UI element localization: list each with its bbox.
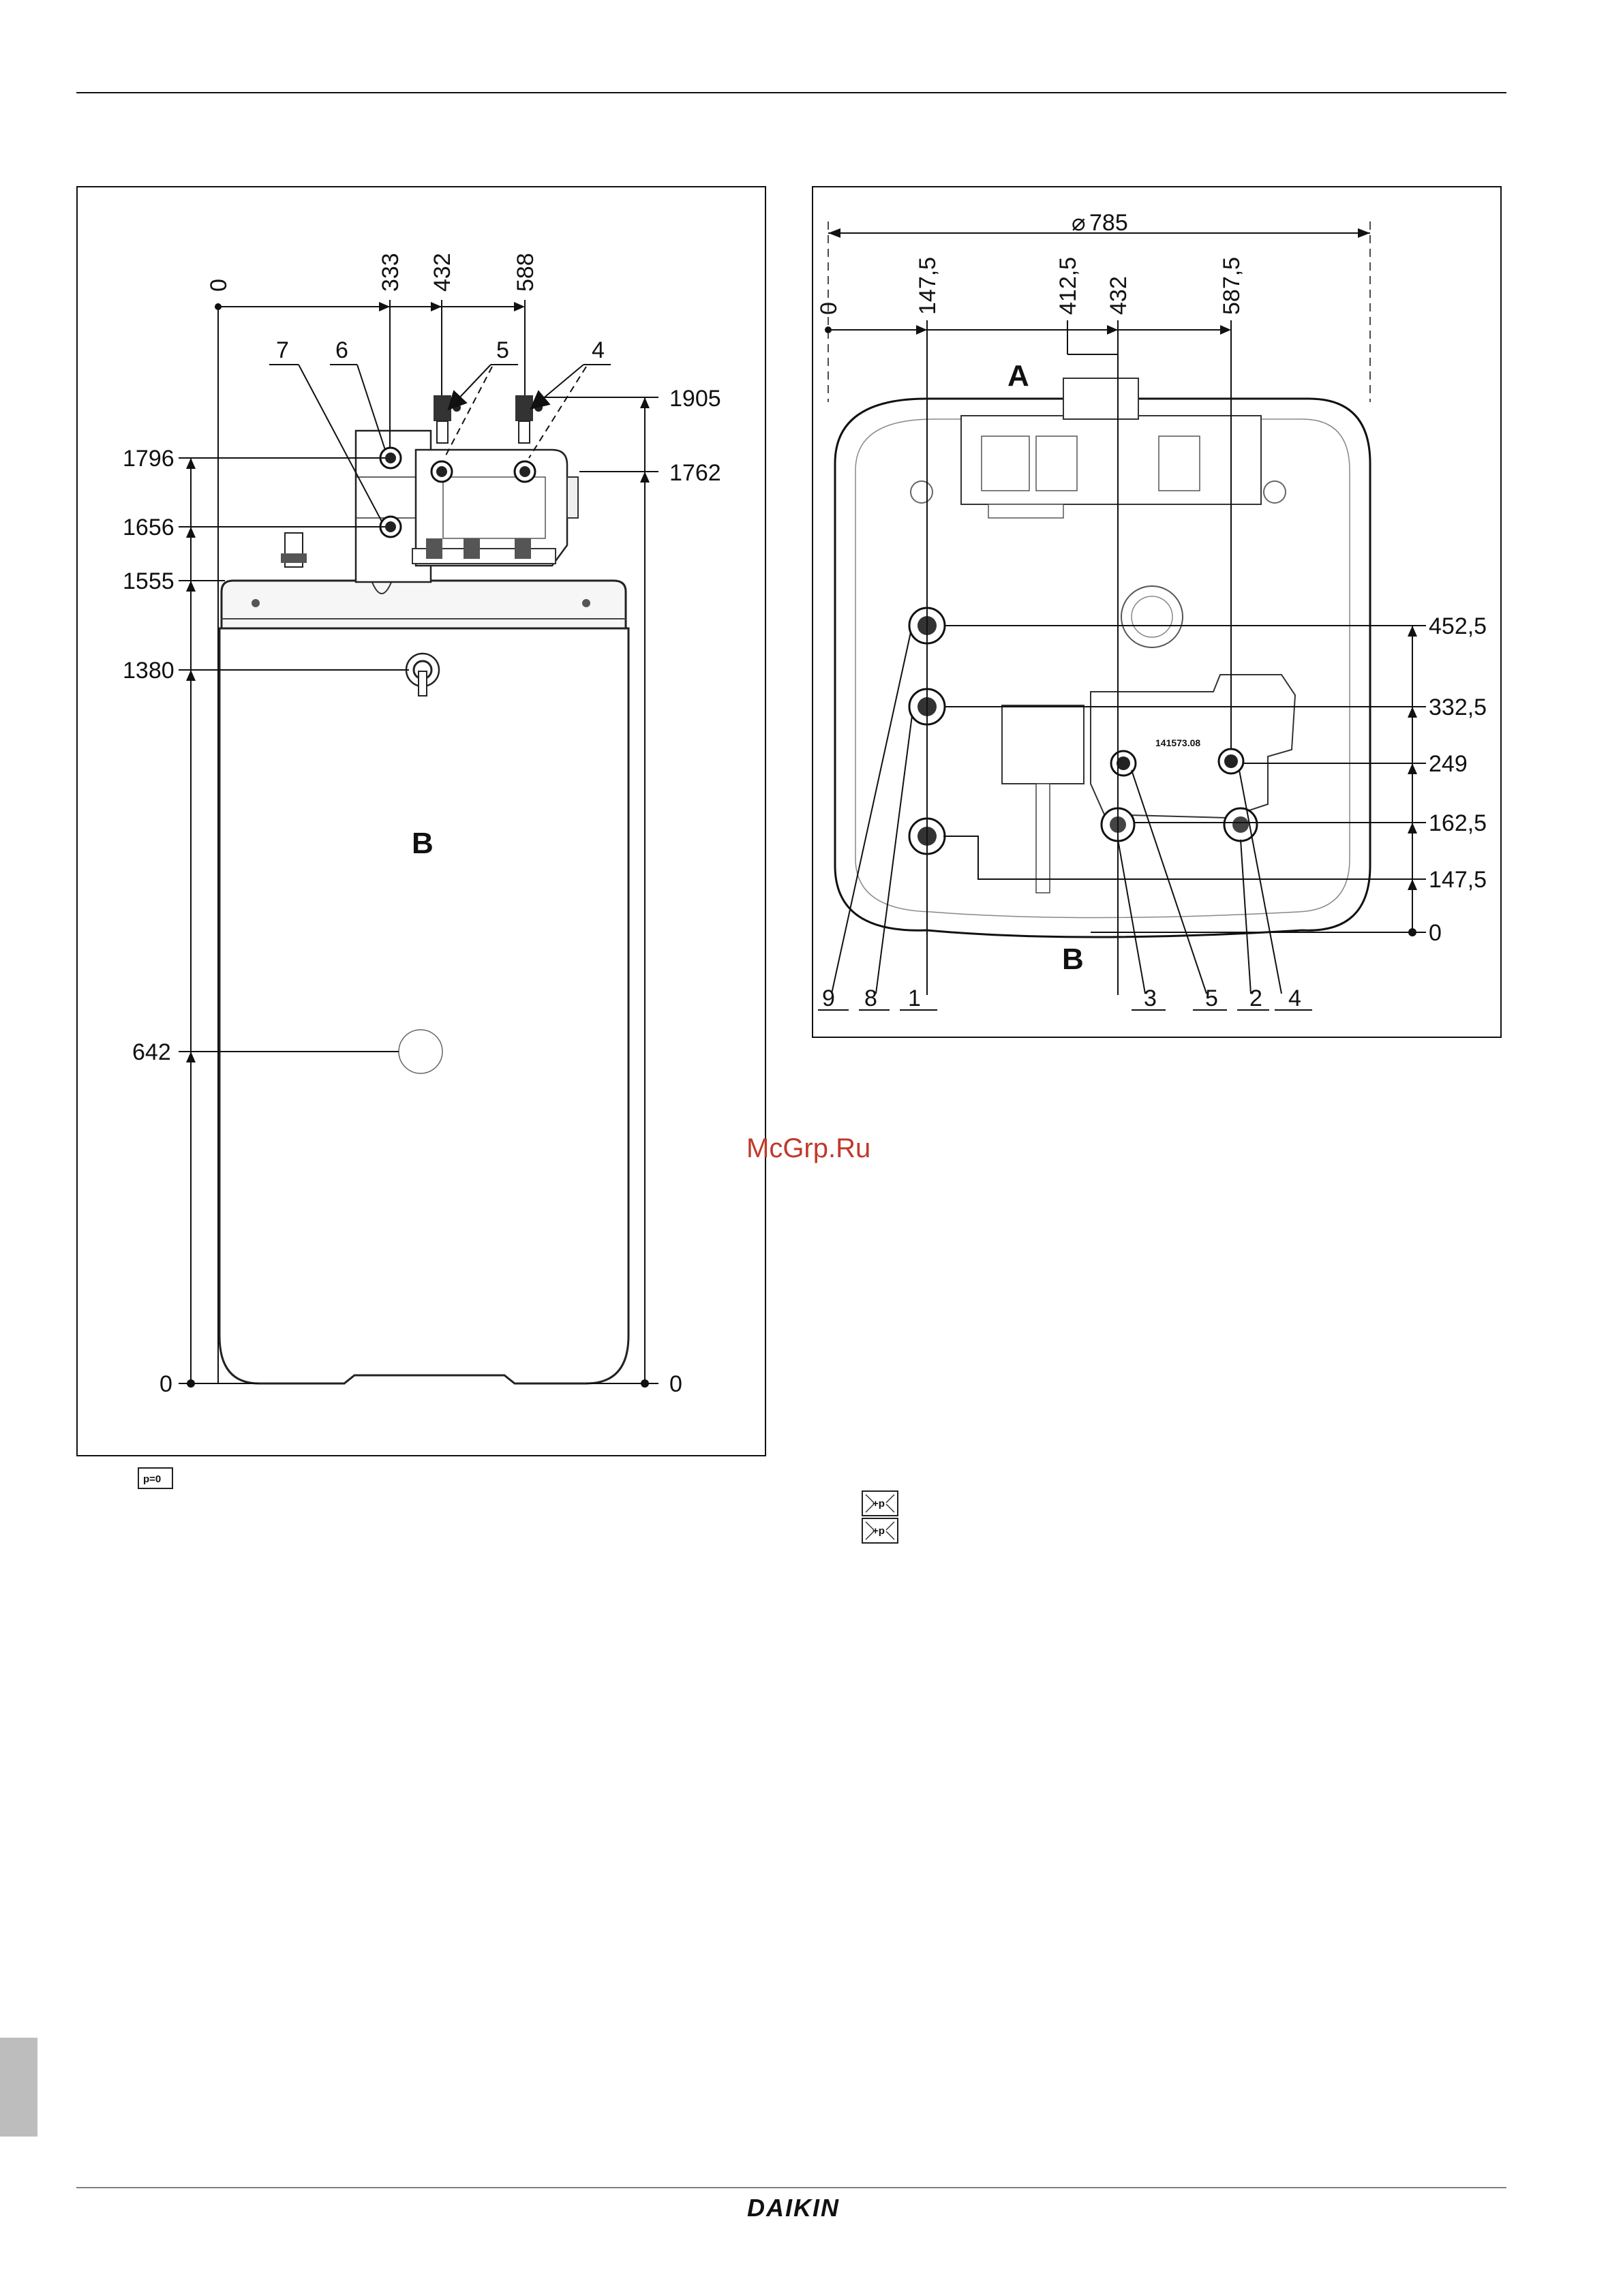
callout-5: 5 — [496, 337, 509, 363]
top-label-b: B — [1062, 943, 1084, 976]
side-label-b: B — [412, 827, 434, 860]
dim-h-432: 432 — [429, 253, 455, 292]
center-cap — [1121, 586, 1183, 647]
dim-v-0-left: 0 — [160, 1371, 172, 1397]
side-view-diagram: 0 333 432 588 7 6 5 4 1796 1656 — [77, 187, 765, 1456]
tank-body — [219, 628, 628, 1383]
serial-number: 141573.08 — [1155, 737, 1200, 748]
callout-8: 8 — [864, 985, 877, 1011]
tank-lid — [222, 581, 626, 628]
callout-7: 7 — [276, 337, 289, 363]
dim-h-333: 333 — [378, 253, 404, 292]
diameter-symbol: ⌀ — [1072, 210, 1085, 236]
dim-v-1796: 1796 — [123, 446, 175, 472]
dim-h-0: 0 — [206, 279, 232, 292]
dim-v-1656: 1656 — [123, 515, 175, 540]
top-label-a: A — [1007, 359, 1029, 393]
dim-v-1555: 1555 — [123, 568, 175, 594]
callout-9: 9 — [822, 985, 835, 1011]
callout-2: 2 — [1249, 985, 1262, 1011]
dim-v-642: 642 — [132, 1039, 171, 1065]
callout-1: 1 — [908, 985, 921, 1011]
dim-v-332-5: 332,5 — [1429, 694, 1487, 720]
dim-v-1905: 1905 — [669, 386, 721, 412]
valve-4 — [515, 395, 533, 421]
valve-5 — [434, 395, 451, 421]
dim-v-1762: 1762 — [669, 460, 721, 486]
dim-h-top-432: 432 — [1106, 276, 1132, 315]
dim-v-top-0: 0 — [1429, 920, 1442, 946]
dim-v-1380: 1380 — [123, 658, 175, 684]
dim-v-147-5: 147,5 — [1429, 867, 1487, 893]
dim-v-452-5: 452,5 — [1429, 613, 1487, 639]
dim-h-top-147-5: 147,5 — [915, 257, 941, 315]
callout-4-top: 4 — [1288, 985, 1301, 1011]
dim-h-588: 588 — [513, 253, 539, 292]
page-side-tab — [0, 2038, 37, 2137]
pressure-zero-icon: p=0 — [138, 1468, 172, 1488]
daikin-logo: DAIKIN — [747, 2194, 840, 2222]
svg-text:+p: +p — [873, 1525, 885, 1537]
pressure-plus-icon-2: +p — [862, 1518, 898, 1543]
dim-h-top-0: 0 — [816, 302, 842, 315]
pressure-plus-icon: +p — [862, 1491, 898, 1516]
dim-v-0-right: 0 — [669, 1371, 682, 1397]
watermark: McGrp.Ru — [746, 1133, 870, 1163]
dim-diameter: 785 — [1089, 210, 1128, 236]
dim-h-top-412-5: 412,5 — [1055, 257, 1081, 315]
dim-v-249: 249 — [1429, 751, 1468, 777]
top-hydraulic-block — [1002, 705, 1084, 784]
callout-4: 4 — [592, 337, 605, 363]
dim-h-top-587-5: 587,5 — [1219, 257, 1245, 315]
callout-6: 6 — [335, 337, 348, 363]
svg-text:+p: +p — [873, 1498, 885, 1510]
top-view-diagram: 141573.08 ⌀ 785 0 1 4 — [813, 187, 1501, 1037]
svg-text:p=0: p=0 — [143, 1473, 161, 1485]
dim-v-162-5: 162,5 — [1429, 810, 1487, 836]
callout-5-top: 5 — [1205, 985, 1218, 1011]
callout-3: 3 — [1144, 985, 1157, 1011]
